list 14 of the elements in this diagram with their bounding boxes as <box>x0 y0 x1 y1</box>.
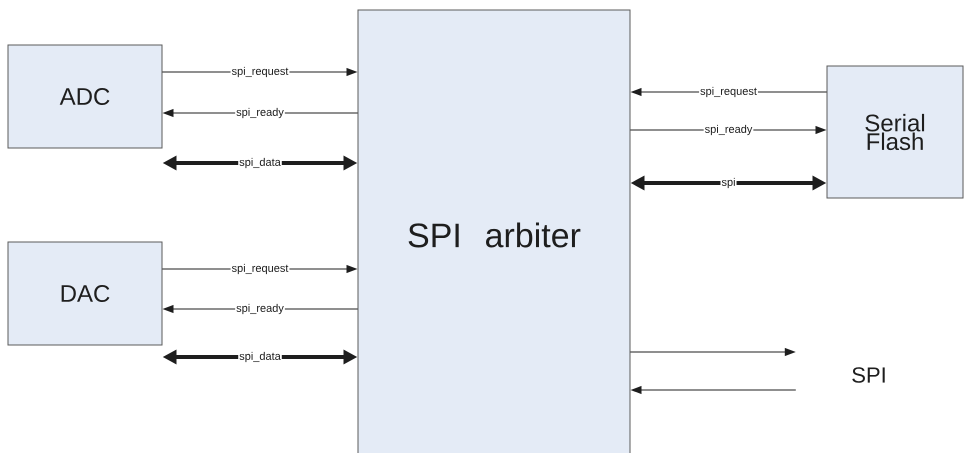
signal-label: SPI <box>852 367 885 383</box>
edge-label: spi <box>720 176 737 190</box>
block-box: Serial Flash <box>826 66 964 198</box>
edge-label: spi_request <box>230 66 290 78</box>
edge-label: spi_ready <box>704 124 754 136</box>
edge-label: spi_data <box>238 156 282 170</box>
edge-label: spi_ready <box>235 302 285 316</box>
block-box: DAC <box>8 242 162 346</box>
edge-label: spi_ready <box>235 106 285 120</box>
edge-label: spi_request <box>699 86 758 98</box>
edge-label: spi_request <box>230 262 290 276</box>
block-box: SPI arbiter <box>358 10 630 453</box>
block-box: ADC <box>8 44 162 148</box>
edge-label: spi_data <box>238 350 282 364</box>
